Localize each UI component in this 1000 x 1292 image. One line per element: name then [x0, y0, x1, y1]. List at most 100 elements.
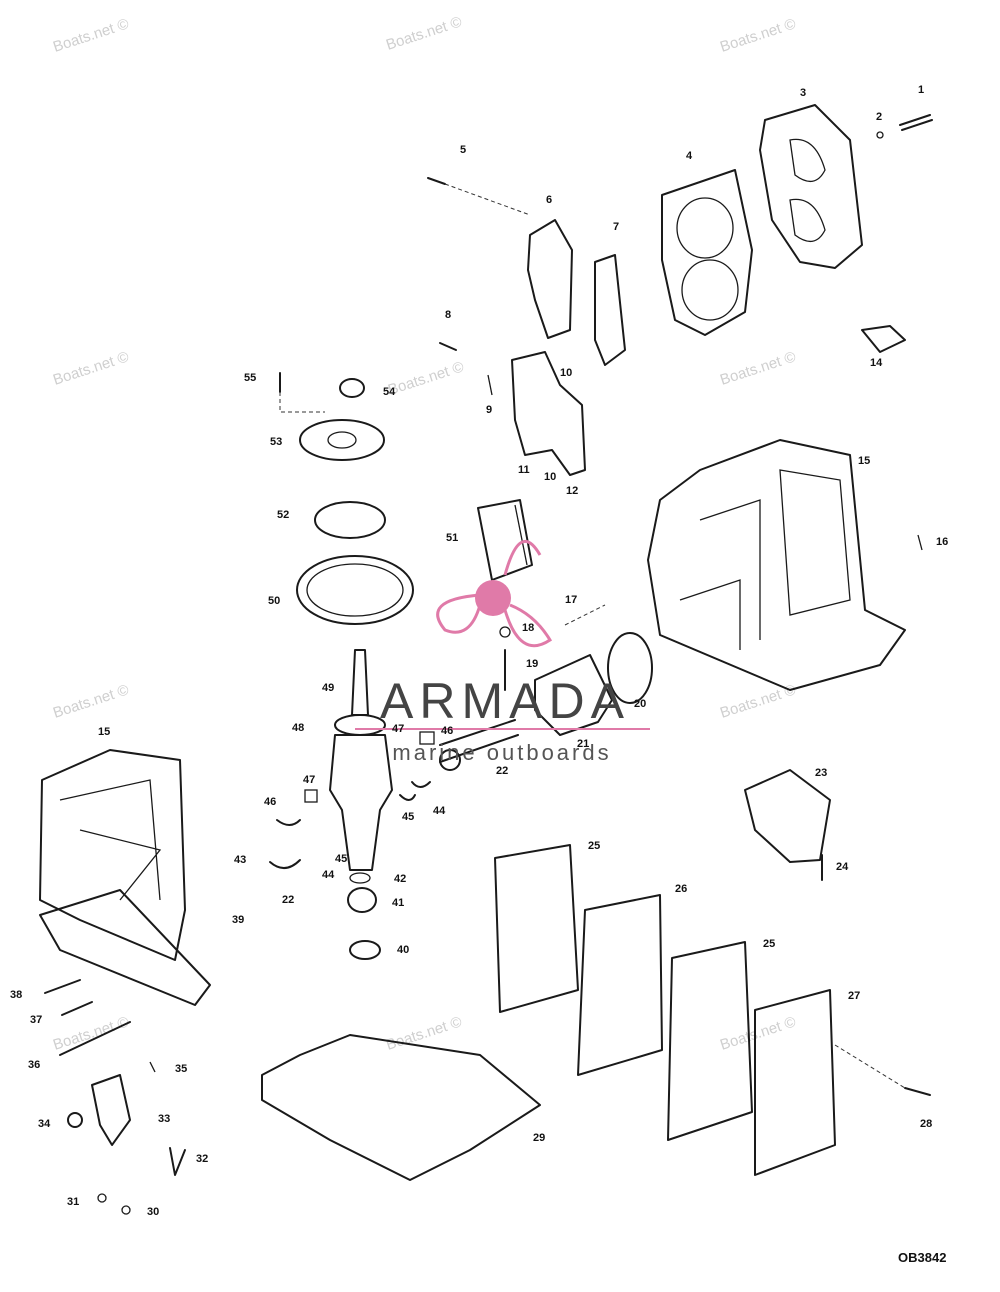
callout-label: 31 — [67, 1196, 79, 1208]
part-30-washer — [121, 1205, 131, 1215]
callout-label: 50 — [268, 595, 280, 607]
callout-label: 45 — [402, 811, 414, 823]
part-35-screw — [149, 1061, 156, 1073]
callout-label: 14 — [870, 357, 883, 369]
callout-label: 37 — [30, 1014, 42, 1026]
watermark: Boats.net © — [718, 15, 798, 55]
part-26-reed-plate — [577, 894, 663, 1076]
part-39-base-plate — [39, 889, 211, 1006]
part-45-bearing-half — [399, 794, 416, 801]
callout-label: 1 — [918, 84, 924, 96]
callout-label: 27 — [848, 990, 860, 1002]
callout-label: 4 — [686, 150, 693, 162]
callout-label: 10 — [544, 471, 556, 483]
propeller-blade-right — [503, 603, 553, 648]
callout-label: 36 — [28, 1059, 40, 1071]
callout-label: 28 — [920, 1118, 932, 1130]
leader-55 — [279, 392, 325, 413]
part-6-cover — [527, 219, 573, 339]
part-4-bore-upper — [676, 197, 734, 259]
part-38-screw — [44, 979, 81, 994]
callout-label: 22 — [496, 765, 508, 777]
part-42-oring — [349, 872, 371, 884]
part-7-gasket — [594, 254, 626, 366]
part-3-exhaust-cover — [759, 104, 863, 269]
watermark: Boats.net © — [718, 1013, 798, 1053]
part-41-bearing — [347, 887, 377, 913]
part-25-gasket-a — [494, 844, 579, 1013]
part-46-bearing-half — [276, 819, 301, 826]
watermark: Boats.net © — [718, 348, 798, 388]
part-8-screw — [439, 342, 457, 351]
part-36-link — [59, 1021, 131, 1056]
callout-label: 23 — [815, 767, 827, 779]
callout-label: 47 — [303, 774, 315, 786]
callout-label: 46 — [441, 725, 453, 737]
callout-label: 25 — [763, 938, 775, 950]
callout-label: 25 — [588, 840, 600, 852]
callout-label: 30 — [147, 1206, 159, 1218]
callout-label: 17 — [565, 594, 577, 606]
part-47-needle-bearing — [304, 789, 318, 803]
part-29-base-gasket — [261, 1034, 541, 1181]
part-53-hub — [327, 431, 357, 449]
callout-label: 5 — [460, 144, 466, 156]
part-27-cover-plate — [754, 989, 836, 1176]
part-4-bore-lower — [681, 259, 739, 321]
part-15-detail — [679, 469, 851, 650]
watermark: Boats.net © — [51, 1013, 131, 1053]
part-32-spring — [169, 1147, 186, 1176]
callout-label: 2 — [876, 111, 882, 123]
callout-label: 16 — [936, 536, 948, 548]
watermark: Boats.net © — [384, 1013, 464, 1053]
callout-label: 46 — [264, 796, 276, 808]
part-50-inner — [306, 563, 404, 617]
part-crankshaft-body — [329, 734, 393, 871]
callout-label: 34 — [38, 1118, 51, 1130]
part-25-gasket-b — [667, 941, 753, 1141]
parts — [39, 104, 933, 1215]
callout-label: 20 — [634, 698, 646, 710]
callout-label: 3 — [800, 87, 806, 99]
part-15-left-detail — [59, 779, 162, 901]
part-48-main-bearing — [334, 714, 386, 736]
callout-label: 48 — [292, 722, 304, 734]
callout-label: 8 — [445, 309, 451, 321]
part-51-gasket-set — [477, 499, 533, 581]
part-44-bearing-half — [411, 781, 431, 788]
part-18-bearing — [499, 626, 511, 638]
part-9-pin — [487, 374, 493, 396]
callout-label: 39 — [232, 914, 244, 926]
propeller-icon — [436, 540, 553, 648]
callout-label: 29 — [533, 1132, 545, 1144]
callout-labels: 1 2 3 4 5 6 7 8 9 10 10 11 12 14 15 15 1… — [10, 84, 948, 1218]
callout-label: 15 — [98, 726, 110, 738]
callout-label: 52 — [277, 509, 289, 521]
callout-label: 19 — [526, 658, 538, 670]
callout-label: 41 — [392, 897, 404, 909]
part-15-crankcase-left — [39, 749, 186, 961]
callout-label: 44 — [433, 805, 446, 817]
part-22-rod — [439, 719, 519, 763]
part-2-washer — [876, 131, 884, 139]
part-15-crankcase — [647, 439, 906, 691]
part-22-cap — [269, 859, 301, 869]
part-22-eye — [439, 749, 461, 771]
callout-label: 53 — [270, 436, 282, 448]
part-21-piston — [534, 654, 613, 736]
part-50-gasket — [296, 555, 414, 625]
callout-label: 32 — [196, 1153, 208, 1165]
part-53-plate — [299, 419, 385, 461]
part-17-guide — [564, 604, 606, 626]
leader-28 — [834, 1044, 906, 1089]
callout-label: 44 — [322, 869, 335, 881]
callout-label: 9 — [486, 404, 492, 416]
part-5-bolt — [427, 177, 446, 185]
leader-5 — [444, 183, 531, 216]
callout-label: 38 — [10, 989, 22, 1001]
propeller-hub — [475, 580, 511, 616]
watermark: Boats.net © — [51, 15, 131, 55]
callout-label: 7 — [613, 221, 619, 233]
part-31-nut — [97, 1193, 107, 1203]
